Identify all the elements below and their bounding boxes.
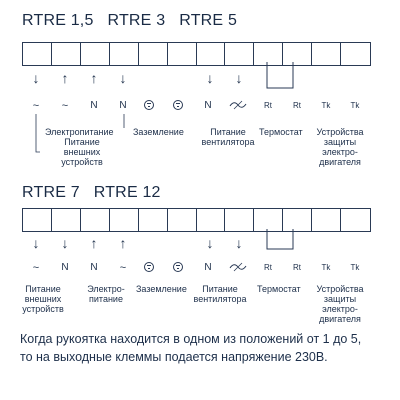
ground-icon — [144, 262, 154, 272]
label-fan-power: Питание вентилятора — [201, 127, 255, 147]
arrow-up-icon: ↑ — [119, 235, 127, 251]
terminal-12 — [341, 43, 370, 65]
terminal-1 — [23, 209, 52, 231]
arrow-up-icon: ↑ — [61, 70, 69, 86]
arrow-down-icon: ↓ — [119, 70, 127, 86]
symbol-tk: Tk — [321, 263, 331, 272]
arrow-down-icon: ↓ — [32, 70, 40, 86]
symbol-neutral: N — [61, 262, 69, 273]
terminal-4 — [110, 209, 139, 231]
note-text: Когда рукоятка находится в одном из поло… — [20, 332, 362, 364]
symbol-neutral: N — [90, 100, 98, 111]
symbol-neutral: N — [119, 100, 127, 111]
arrow-up-icon: ↑ — [90, 235, 98, 251]
terminal-strip-top — [22, 42, 371, 66]
fan-motor-icon — [229, 262, 247, 272]
terminal-7 — [197, 43, 226, 65]
terminal-8 — [225, 209, 255, 231]
thermostat-jumper-bottom — [266, 229, 294, 250]
label-ext-power: Питание внешних устройств — [22, 284, 64, 314]
diagram-title-top: RTRE 1,5 RTRE 3 RTRE 5 — [22, 12, 238, 29]
arrow-down-icon: ↓ — [206, 70, 214, 86]
symbol-ac: ~ — [32, 262, 40, 274]
arrow-down-icon: ↓ — [32, 235, 40, 251]
symbol-rt: Rt — [293, 263, 301, 272]
terminal-5 — [139, 43, 168, 65]
terminal-3 — [81, 209, 110, 231]
symbol-rt: Rt — [293, 101, 301, 110]
label-motor-protection: Устройства защиты электро- двигателя — [316, 284, 364, 324]
symbol-tk: Tk — [350, 101, 360, 110]
terminal-1 — [23, 43, 52, 65]
arrow-up-icon: ↑ — [90, 70, 98, 86]
label-ground: Заземление — [136, 284, 187, 294]
label-ext-power: Питание внешних устройств — [61, 137, 103, 167]
terminal-9 — [254, 209, 284, 231]
symbol-rt: Rt — [264, 263, 272, 272]
label-thermostat: Термостат — [257, 284, 301, 294]
arrow-down-icon: ↓ — [61, 235, 69, 251]
symbol-tk: Tk — [321, 101, 331, 110]
arrow-down-icon: ↓ — [206, 235, 214, 251]
terminal-11 — [312, 43, 342, 65]
terminal-3 — [81, 43, 110, 65]
label-power: Электропитание — [45, 127, 114, 137]
terminal-12 — [341, 209, 370, 231]
group-bracket — [35, 114, 125, 153]
fan-motor-icon — [229, 100, 247, 110]
symbol-neutral: N — [204, 262, 212, 273]
arrow-down-icon: ↓ — [235, 235, 243, 251]
symbol-rt: Rt — [264, 101, 272, 110]
terminal-7 — [197, 209, 226, 231]
label-motor-protection: Устройства защиты электро- двигателя — [316, 127, 364, 167]
symbol-neutral: N — [204, 100, 212, 111]
diagram-title-bottom: RTRE 7 RTRE 12 — [22, 184, 161, 201]
thermostat-jumper-top — [266, 62, 294, 89]
terminal-6 — [168, 209, 197, 231]
terminal-strip-bottom — [22, 208, 371, 232]
terminal-11 — [312, 209, 342, 231]
terminal-6 — [168, 43, 197, 65]
terminal-10 — [283, 209, 313, 231]
symbol-ac: ~ — [32, 100, 40, 112]
terminal-8 — [225, 43, 255, 65]
label-thermostat: Термостат — [259, 127, 303, 137]
label-fan-power: Питание вентилятора — [193, 284, 247, 304]
terminal-10 — [283, 43, 313, 65]
terminal-4 — [110, 43, 139, 65]
symbol-tk: Tk — [350, 263, 360, 272]
ground-icon — [144, 100, 154, 110]
label-power: Электро- питание — [87, 284, 125, 304]
label-ground: Заземление — [133, 127, 184, 137]
terminal-2 — [52, 43, 81, 65]
symbol-ac: ~ — [119, 262, 127, 274]
symbol-neutral: N — [90, 262, 98, 273]
symbol-ac: ~ — [61, 100, 69, 112]
ground-icon — [173, 262, 183, 272]
terminal-5 — [139, 209, 168, 231]
terminal-9 — [254, 43, 284, 65]
terminal-2 — [52, 209, 81, 231]
arrow-down-icon: ↓ — [235, 70, 243, 86]
ground-icon — [173, 100, 183, 110]
